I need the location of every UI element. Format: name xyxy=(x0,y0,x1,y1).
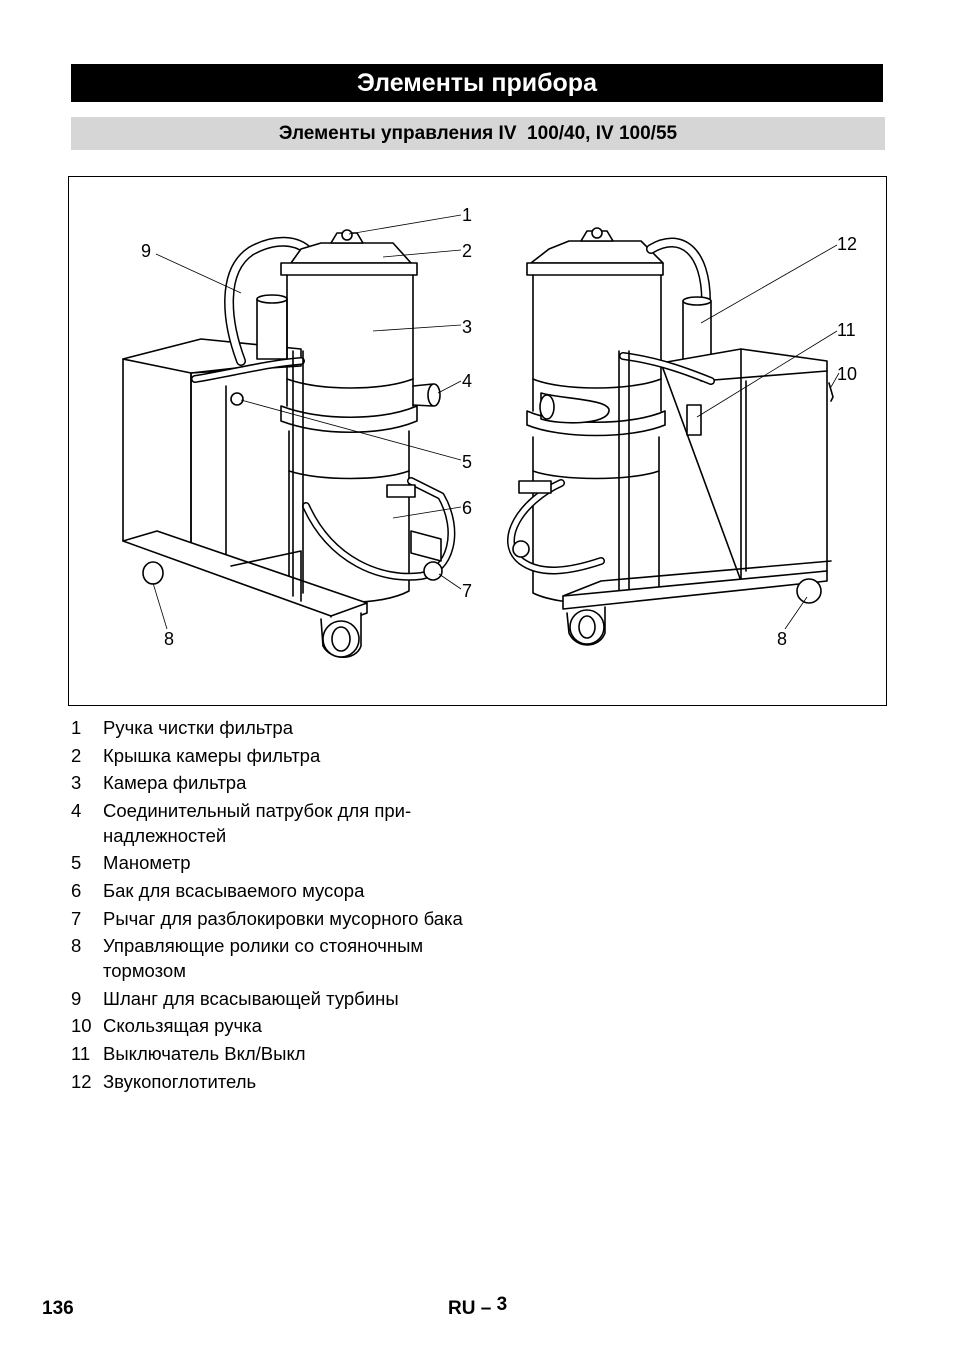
callout-8-right: 8 xyxy=(777,629,787,649)
list-item: 11 Выключатель Вкл/Выкл xyxy=(71,1041,491,1066)
device-illustration: 1 2 3 4 5 6 7 8 9 10 11 12 8 xyxy=(68,176,887,706)
legend-text: Соединительный патрубок для при-надлежно… xyxy=(103,799,412,846)
list-item: 6 Бак для всасываемого мусора xyxy=(71,878,491,903)
callout-12: 12 xyxy=(837,234,857,254)
callout-8-left: 8 xyxy=(164,629,174,649)
vacuum-cleaner-drawing: 1 2 3 4 5 6 7 8 9 10 11 12 8 xyxy=(122,205,857,659)
list-item: 3 Камера фильтра xyxy=(71,770,491,795)
list-item: 2 Крышка камеры фильтра xyxy=(71,743,491,768)
list-item: 12 Звукопоглотитель xyxy=(71,1069,491,1094)
callout-3: 3 xyxy=(462,317,472,337)
list-item: 1 Ручка чистки фильтра xyxy=(71,715,491,740)
legend-text: Управляющие ролики со стояночным тормозо… xyxy=(103,935,424,982)
legend-number: 11 xyxy=(71,1042,91,1064)
legend-text: Бак для всасываемого мусора xyxy=(103,879,365,901)
section-title: Элементы управления IV 100/40, IV 100/55 xyxy=(71,117,885,150)
section-page-number: 3 xyxy=(496,1294,508,1315)
legend-text: Манометр xyxy=(103,852,191,874)
legend-text: Шланг для всасывающей турбины xyxy=(103,987,399,1009)
legend-text: Звукопоглотитель xyxy=(103,1070,257,1092)
list-item: 10 Скользящая ручка xyxy=(71,1013,491,1038)
list-item: 8 Управляющие ролики со стояночным тормоз… xyxy=(71,933,491,983)
legend-number: 10 xyxy=(71,1015,92,1037)
legend-text: Выключатель Вкл/Выкл xyxy=(103,1042,306,1064)
page-title: Элементы прибора xyxy=(71,64,883,102)
legend-number: 5 xyxy=(71,852,82,874)
callout-2: 2 xyxy=(462,241,472,261)
list-item: 9 Шланг для всасывающей турбины xyxy=(71,986,491,1011)
parts-legend: 1 Ручка чистки фильтра 2 Крышка камеры фил… xyxy=(71,715,491,1096)
callout-5: 5 xyxy=(462,452,472,472)
legend-text: Рычаг для разблокировки мусорного бака xyxy=(103,907,463,929)
legend-number: 6 xyxy=(71,879,82,901)
legend-text: Камера фильтра xyxy=(103,772,247,794)
legend-number: 9 xyxy=(71,987,82,1009)
legend-number: 12 xyxy=(71,1070,92,1092)
callout-4: 4 xyxy=(462,371,472,391)
callout-6: 6 xyxy=(462,498,472,518)
list-item: 4 Соединительный патрубок для при-надлежн… xyxy=(71,798,491,848)
legend-text: Скользящая ручка xyxy=(103,1015,262,1037)
legend-number: 3 xyxy=(71,772,82,794)
legend-text: Ручка чистки фильтра xyxy=(103,717,294,738)
callout-11: 11 xyxy=(837,320,856,340)
callout-9: 9 xyxy=(141,241,151,261)
callout-10: 10 xyxy=(837,364,857,384)
callout-7: 7 xyxy=(462,581,472,601)
callout-1: 1 xyxy=(462,205,472,225)
list-item: 7 Рычаг для разблокировки мусорного бака xyxy=(71,906,491,931)
legend-number: 2 xyxy=(71,744,82,766)
legend-text: Крышка камеры фильтра xyxy=(103,744,321,766)
legend-number: 1 xyxy=(71,717,82,738)
page-number: 136 xyxy=(42,1298,74,1319)
footer-section-label: RU – 3 xyxy=(448,1294,507,1320)
footer-dash: – xyxy=(480,1298,492,1319)
legend-number: 7 xyxy=(71,907,82,929)
language-code: RU xyxy=(448,1298,476,1319)
legend-number: 4 xyxy=(71,799,82,821)
list-item: 5 Манометр xyxy=(71,850,491,875)
legend-number: 8 xyxy=(71,935,82,957)
